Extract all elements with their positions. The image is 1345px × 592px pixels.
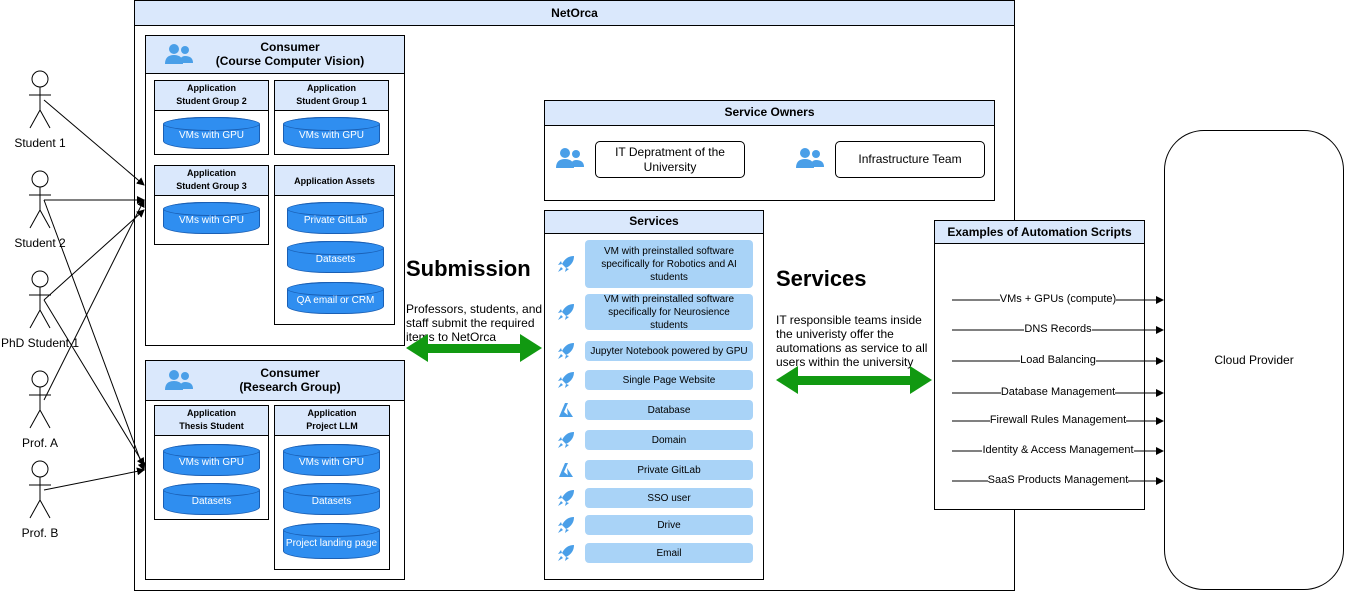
group-icon: [555, 147, 585, 174]
rocket-icon: [556, 254, 576, 279]
storage-cylinder: VMs with GPU: [283, 444, 380, 476]
actor-connector: [43, 209, 145, 301]
service-item: Private GitLab: [585, 460, 753, 480]
service-item: Domain: [585, 430, 753, 450]
storage-cylinder: VMs with GPU: [163, 444, 260, 476]
service-item: Database: [585, 400, 753, 420]
automation-script-label: SaaS Products Management: [987, 474, 1129, 487]
storage-cylinder: QA email or CRM: [287, 282, 384, 314]
automation-script-label: Database Management: [1000, 386, 1116, 399]
automation-script-label: VMs + GPUs (compute): [999, 293, 1117, 306]
rocket-icon: [556, 430, 576, 455]
group-icon: [164, 369, 194, 394]
storage-cylinder: VMs with GPU: [163, 117, 260, 149]
services-note-heading: Services: [776, 266, 867, 291]
automation-script-label: Firewall Rules Management: [989, 414, 1127, 427]
owner-infrastructure-team: Infrastructure Team: [835, 141, 985, 178]
actor-figure: [29, 170, 51, 229]
consumer-course-cv-title: Consumer (Course Computer Vision): [146, 36, 404, 74]
service-owners: Service Owners IT Depratment of the Univ…: [544, 100, 995, 201]
app-assets: Application Assets Private GitLab Datase…: [274, 165, 395, 325]
azure-icon: [556, 460, 576, 485]
actor-figure: [29, 270, 51, 329]
app-thesis-student: Application Thesis Student VMs with GPU …: [154, 405, 269, 520]
azure-icon: [556, 400, 576, 425]
actor-figure: [29, 460, 51, 519]
automation-script-label: Load Balancing: [1020, 354, 1096, 367]
cloud-provider: Cloud Provider: [1164, 130, 1344, 590]
storage-cylinder: Private GitLab: [287, 202, 384, 234]
actor-connector: [43, 199, 145, 401]
services-note-text: IT responsible teams inside the univeris…: [776, 313, 928, 369]
service-item: Jupyter Notebook powered by GPU: [585, 341, 753, 361]
storage-cylinder: Datasets: [287, 241, 384, 273]
rocket-icon: [556, 543, 576, 568]
storage-cylinder: VMs with GPU: [163, 202, 260, 234]
consumer-research-title: Consumer (Research Group): [146, 361, 404, 401]
service-item: Single Page Website: [585, 370, 753, 390]
netorca-title: NetOrca: [135, 1, 1014, 26]
app-student-group-2: Application Student Group 2 VMs with GPU: [154, 80, 269, 155]
app-student-group-1: Application Student Group 1 VMs with GPU: [274, 80, 389, 155]
group-icon: [164, 43, 194, 68]
actor-label: Prof. A: [21, 436, 59, 450]
storage-cylinder: Project landing page: [283, 523, 380, 559]
submission-text: Professors, students, and staff submit t…: [406, 302, 543, 344]
storage-cylinder: VMs with GPU: [283, 117, 380, 149]
rocket-icon: [556, 302, 576, 327]
actor-label: Student 1: [14, 136, 66, 150]
storage-cylinder: Datasets: [163, 483, 260, 515]
actor-connector: [43, 467, 145, 491]
actor-label: Student 2: [14, 236, 66, 250]
actor-label: PhD Student 1: [0, 336, 80, 350]
service-item: VM with preinstalled software specifical…: [585, 294, 753, 331]
automation-script-label: Identity & Access Management: [982, 444, 1134, 457]
submission-heading: Submission: [406, 256, 531, 281]
automation-script-label: DNS Records: [1024, 323, 1092, 336]
group-icon: [795, 147, 825, 174]
service-item: VM with preinstalled software specifical…: [585, 240, 753, 288]
service-item: SSO user: [585, 488, 753, 508]
rocket-icon: [556, 515, 576, 540]
service-item: Email: [585, 543, 753, 563]
service-item: Drive: [585, 515, 753, 535]
rocket-icon: [556, 370, 576, 395]
rocket-icon: [556, 488, 576, 513]
owner-it-department: IT Depratment of the University: [595, 141, 745, 178]
storage-cylinder: Datasets: [283, 483, 380, 515]
rocket-icon: [556, 341, 576, 366]
actor-figure: [29, 70, 51, 129]
app-project-llm: Application Project LLM VMs with GPU Dat…: [274, 405, 390, 570]
actor-figure: [29, 370, 51, 429]
app-student-group-3: Application Student Group 3 VMs with GPU: [154, 165, 269, 245]
actor-label: Prof. B: [21, 526, 59, 540]
